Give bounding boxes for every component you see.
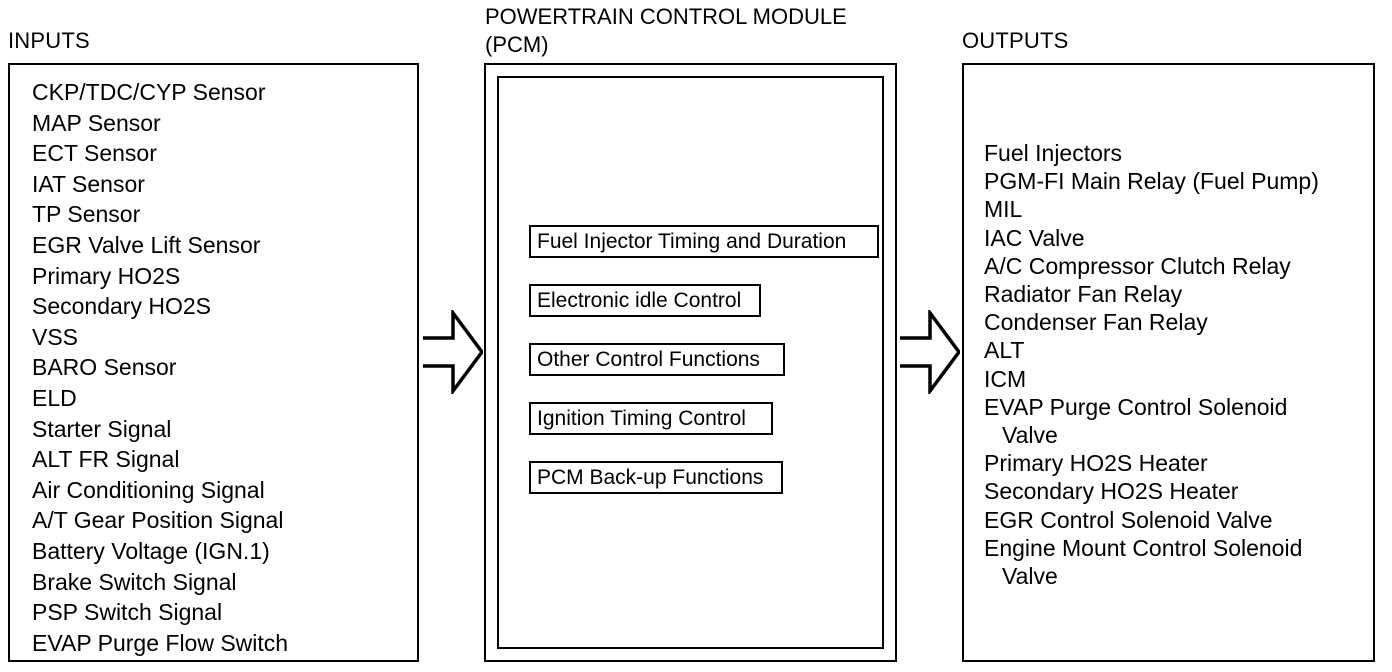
pcm-title-line-2: (PCM) xyxy=(485,32,549,57)
input-list-item: CKP/TDC/CYP Sensor xyxy=(32,79,266,105)
input-list-item: MAP Sensor xyxy=(32,109,161,136)
output-list-item: Engine Mount Control Solenoid xyxy=(984,534,1303,561)
input-list-item: BARO Sensor xyxy=(32,354,177,381)
output-list-item: Primary HO2S Heater xyxy=(984,450,1208,477)
output-list-item: MIL xyxy=(984,196,1023,223)
pcm-function-box: Electronic idle Control xyxy=(529,284,761,317)
input-list-item: ELD xyxy=(32,384,77,411)
output-list-item: EVAP Purge Control Solenoid xyxy=(984,393,1288,420)
input-list-item: IAT Sensor xyxy=(32,170,145,197)
input-list-item: PSP Switch Signal xyxy=(32,599,223,626)
pcm-title-line-1: POWERTRAIN CONTROL MODULE xyxy=(485,4,847,29)
output-list-item: A/C Compressor Clutch Relay xyxy=(984,252,1291,279)
output-list-item: PGM-FI Main Relay (Fuel Pump) xyxy=(984,168,1319,195)
pcm-to-outputs-arrow-icon xyxy=(900,310,960,394)
input-list-item: ALT FR Signal xyxy=(32,446,180,473)
pcm-function-label: Other Control Functions xyxy=(537,348,760,371)
pcm-function-box: PCM Back-up Functions xyxy=(529,461,783,494)
output-list-item: Fuel Injectors xyxy=(984,140,1123,166)
pcm-function-label: Ignition Timing Control xyxy=(537,407,746,430)
pcm-function-label: Fuel Injector Timing and Duration xyxy=(537,230,847,253)
output-list-item: EGR Control Solenoid Valve xyxy=(984,506,1273,533)
input-list-item: Brake Switch Signal xyxy=(32,568,237,595)
pcm-function-label: PCM Back-up Functions xyxy=(537,466,764,489)
output-list-item: ICM xyxy=(984,365,1027,392)
output-list-item: ALT xyxy=(984,337,1025,364)
input-list-item: TP Sensor xyxy=(32,201,141,228)
input-list-item: Primary HO2S xyxy=(32,262,181,289)
pcm-title: POWERTRAIN CONTROL MODULE (PCM) xyxy=(485,3,847,59)
input-list-item: EVAP Purge Flow Switch xyxy=(32,629,289,656)
input-list-item: Starter Signal xyxy=(32,415,172,442)
input-list-item: Secondary HO2S xyxy=(32,293,211,320)
pcm-function-box: Fuel Injector Timing and Duration xyxy=(529,225,879,258)
output-list-item: IAC Valve xyxy=(984,224,1085,251)
pcm-function-label: Electronic idle Control xyxy=(537,289,742,312)
output-list-item: Valve xyxy=(1002,422,1058,449)
input-list-item: VSS xyxy=(32,323,79,350)
input-list-item: A/T Gear Position Signal xyxy=(32,507,284,534)
pcm-function-box: Ignition Timing Control xyxy=(529,402,773,435)
outputs-heading: OUTPUTS xyxy=(962,28,1069,53)
input-list-item: Air Conditioning Signal xyxy=(32,476,265,503)
input-list-item: EGR Valve Lift Sensor xyxy=(32,231,261,258)
pcm-function-box: Other Control Functions xyxy=(529,343,785,376)
output-list-item: Condenser Fan Relay xyxy=(984,309,1208,336)
input-list-item: ECT Sensor xyxy=(32,140,157,167)
inputs-to-pcm-arrow-icon xyxy=(423,310,483,394)
output-list-item: Radiator Fan Relay xyxy=(984,281,1183,308)
inputs-heading: INPUTS xyxy=(8,28,90,53)
output-list-item: Secondary HO2S Heater xyxy=(984,478,1239,505)
output-list-item: Valve xyxy=(1002,563,1058,590)
input-list-item: Battery Voltage (IGN.1) xyxy=(32,537,270,564)
